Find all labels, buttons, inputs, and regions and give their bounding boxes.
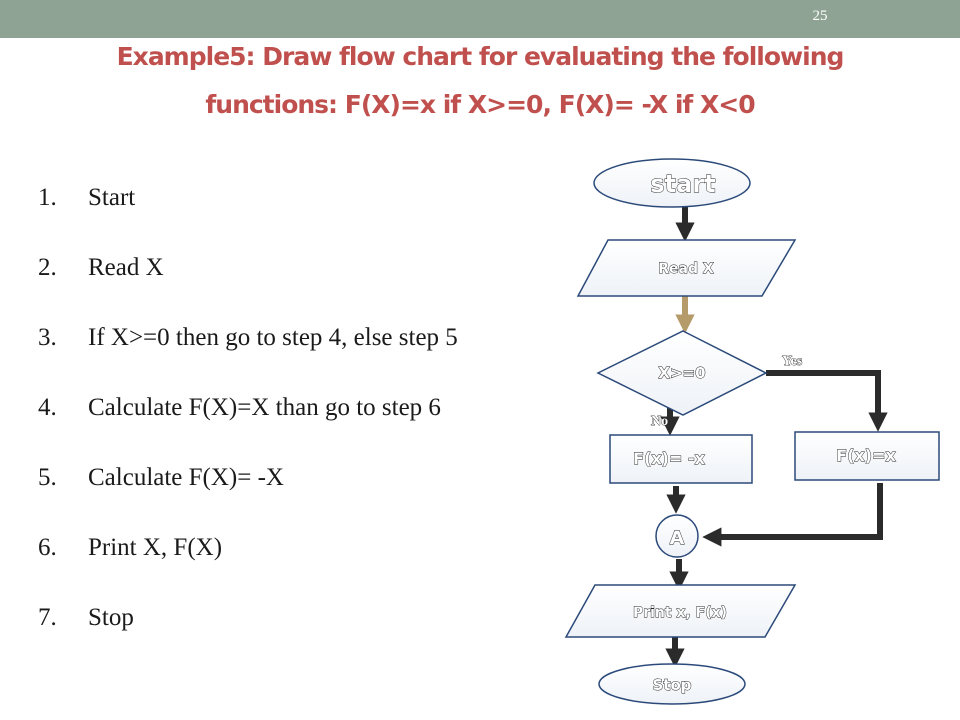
step-text: Stop [88, 604, 134, 631]
slide-title-line-1: Example5: Draw flow chart for evaluating… [116, 42, 845, 71]
step-text: Read X [88, 254, 164, 281]
read-input-parallelogram [576, 239, 797, 297]
step-text: Calculate F(X)= -X [88, 464, 284, 491]
step-item: 3. If X>=0 then go to step 4, else step 5 [38, 318, 458, 388]
steps-list: 1. Start 2. Read X 3. If X>=0 then go to st… [38, 178, 458, 668]
connector-circle [655, 514, 699, 558]
yes-branch-process [794, 431, 940, 481]
no-branch-process [609, 434, 753, 484]
stop-terminal [598, 663, 746, 705]
arrow-decision-yes [766, 370, 888, 432]
slide-title-line-2: functions: F(X)=x if X>=0, F(X)= -X if X… [205, 90, 755, 119]
step-number: 4. [38, 394, 57, 421]
start-label: start [650, 170, 715, 198]
step-item: 5. Calculate F(X)= -X [38, 458, 458, 528]
yes-label: Yes [782, 354, 803, 369]
decision-label: X>=0 [658, 364, 705, 382]
step-text: Calculate F(X)=X than go to step 6 [88, 394, 441, 421]
flow-arrows [660, 204, 888, 668]
no-branch-label: F(x)= -x [633, 449, 705, 468]
step-number: 6. [38, 534, 57, 561]
connector-label: A [670, 527, 685, 549]
print-output-parallelogram [564, 584, 797, 638]
step-number: 5. [38, 464, 57, 491]
step-item: 4. Calculate F(X)=X than go to step 6 [38, 388, 458, 458]
stop-label: Stop [652, 676, 691, 694]
step-number: 7. [38, 604, 57, 631]
decision-diamond [596, 330, 768, 416]
step-number: 2. [38, 254, 57, 281]
step-text: If X>=0 then go to step 4, else step 5 [88, 324, 458, 351]
read-input-label: Read X [658, 261, 714, 277]
step-number: 1. [38, 184, 57, 211]
no-label: No [651, 414, 668, 429]
step-item: 7. Stop [38, 598, 458, 668]
step-item: 2. Read X [38, 248, 458, 318]
slide-number: 25 [812, 8, 828, 24]
start-terminal [593, 158, 751, 208]
print-output-label: Print x, F(x) [633, 605, 727, 621]
arrow-yes-branch-to-connector [702, 483, 883, 547]
step-text: Print X, F(X) [88, 534, 223, 561]
step-text: Start [88, 184, 136, 211]
step-item: 1. Start [38, 178, 458, 248]
top-bar [0, 0, 960, 38]
yes-branch-label: F(x)=x [836, 446, 896, 465]
step-number: 3. [38, 324, 57, 351]
step-item: 6. Print X, F(X) [38, 528, 458, 598]
